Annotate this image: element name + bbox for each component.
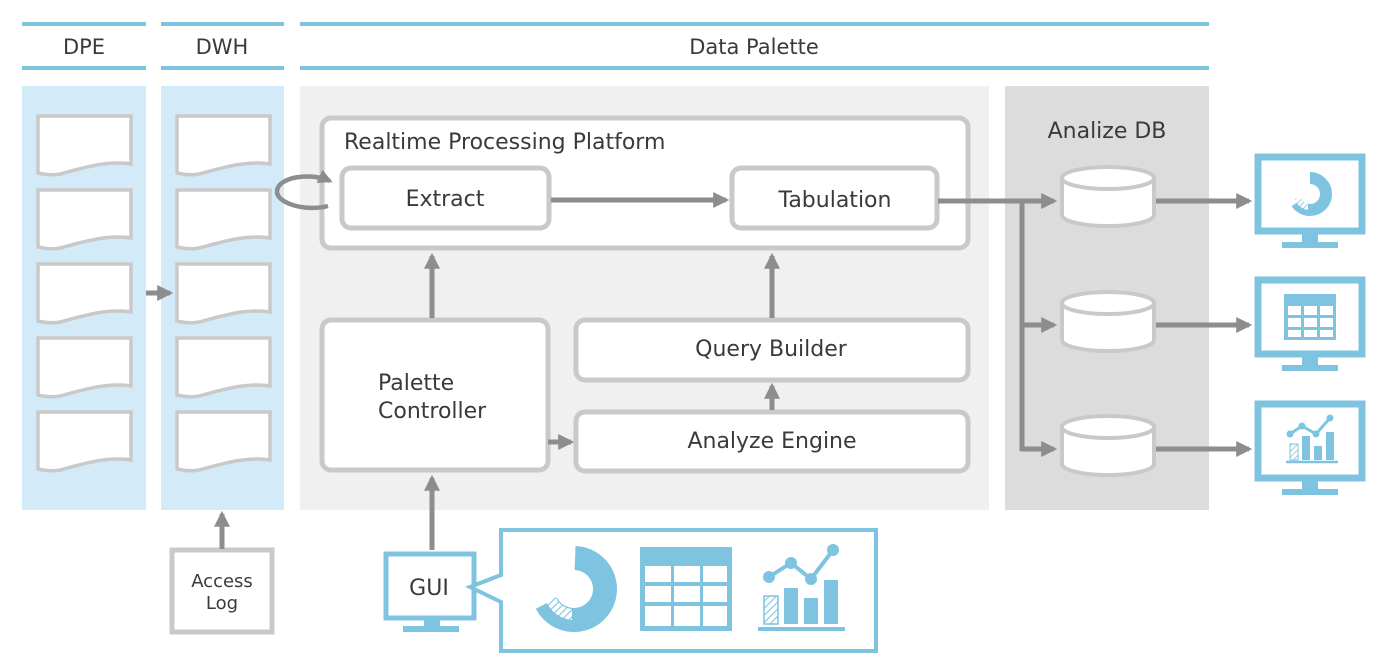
gui-label: GUI: [409, 576, 449, 601]
access-log-line1: Access: [191, 571, 253, 592]
analize-db-title: Analize DB: [1048, 119, 1167, 144]
realtime-platform-title: Realtime Processing Platform: [344, 130, 665, 155]
palette-controller-line2: Controller: [378, 399, 487, 424]
data-palette-label: Data Palette: [689, 35, 819, 59]
palette-controller-line1: Palette: [378, 371, 454, 396]
dwh-header: DWH: [161, 22, 284, 70]
analyze-engine-label: Analyze Engine: [687, 429, 856, 454]
query-builder-label: Query Builder: [695, 337, 848, 362]
loop-arrow: [274, 169, 333, 211]
dwh-label: DWH: [196, 35, 249, 59]
donut-chart-icon: [531, 545, 617, 632]
tabulation-to-db-arrows: [938, 192, 1058, 458]
monitor-icon: [1258, 404, 1362, 495]
donut-chart-icon: [1288, 172, 1332, 216]
database-icon: [1060, 290, 1156, 353]
query-builder-box: Query Builder: [573, 317, 971, 383]
gui-callout: [464, 528, 878, 653]
table-icon: [1284, 294, 1336, 340]
data-palette-header: Data Palette: [300, 22, 1209, 70]
monitor-icon: [1258, 157, 1362, 248]
table-icon: [640, 547, 732, 631]
bar-line-chart-icon: [758, 544, 845, 631]
gui-monitor[interactable]: GUI: [383, 551, 477, 632]
tabulation-box: Tabulation: [729, 165, 940, 231]
monitor-icon: [1258, 280, 1362, 371]
access-log-box: Access Log: [169, 547, 275, 635]
analyze-engine-box: Analyze Engine: [573, 409, 971, 474]
dpe-label: DPE: [63, 35, 105, 59]
extract-label: Extract: [406, 187, 485, 212]
database-icon: [1060, 414, 1156, 477]
bar-line-chart-icon: [1286, 414, 1338, 464]
extract-box: Extract: [339, 165, 552, 231]
database-icon: [1060, 165, 1156, 228]
palette-controller-box: Palette Controller: [319, 317, 551, 473]
dpe-header: DPE: [22, 22, 146, 70]
tabulation-label: Tabulation: [778, 188, 892, 213]
access-log-line2: Log: [206, 593, 238, 614]
